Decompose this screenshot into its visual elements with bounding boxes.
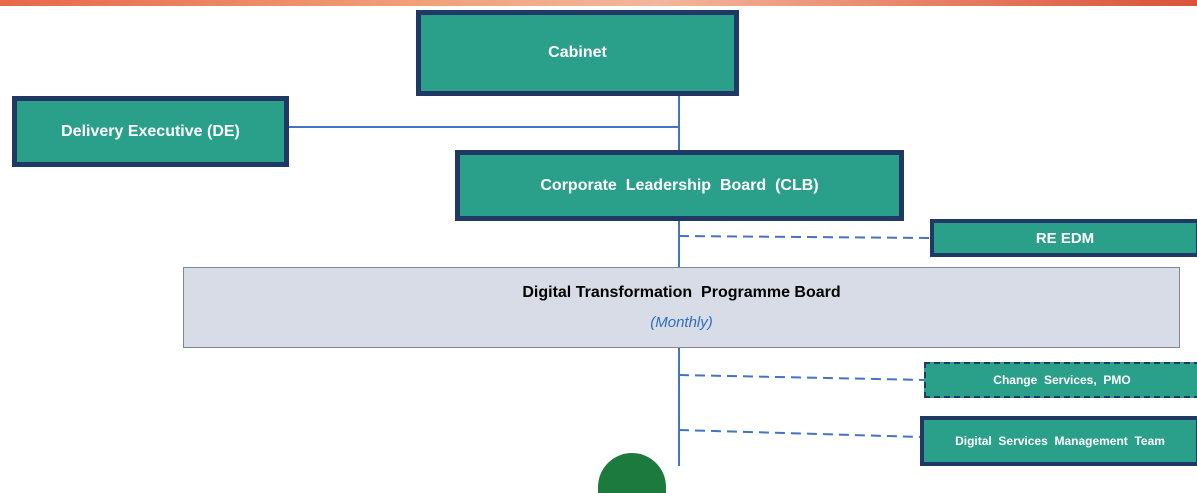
change-services-dashed-line	[678, 374, 927, 381]
change-services-label: Change Services, PMO	[993, 373, 1131, 387]
top-accent-band	[0, 0, 1197, 6]
dtpb-title: Digital Transformation Programme Board	[522, 284, 841, 301]
cabinet-node: Cabinet	[416, 10, 739, 96]
cabinet-label: Cabinet	[548, 44, 607, 61]
dtpb-frequency: (Monthly)	[650, 314, 713, 331]
dsmt-node: Digital Services Management Team	[920, 416, 1197, 466]
delivery-executive-label: Delivery Executive (DE)	[61, 122, 240, 140]
delivery-executive-node: Delivery Executive (DE)	[12, 96, 289, 167]
connector-lines	[287, 94, 933, 466]
change-services-node: Change Services, PMO	[924, 362, 1197, 398]
clb-label: Corporate Leadership Board (CLB)	[540, 176, 819, 194]
dtpb-node: Digital Transformation Programme Board (…	[183, 267, 1180, 348]
re-edm-label: RE EDM	[1035, 229, 1095, 247]
re-edm-dashed-line	[678, 235, 933, 239]
dsmt-dashed-line	[678, 429, 923, 438]
re-edm-node: RE EDM	[930, 219, 1197, 257]
clb-node: Corporate Leadership Board (CLB)	[455, 150, 904, 221]
dsmt-label: Digital Services Management Team	[955, 433, 1165, 448]
